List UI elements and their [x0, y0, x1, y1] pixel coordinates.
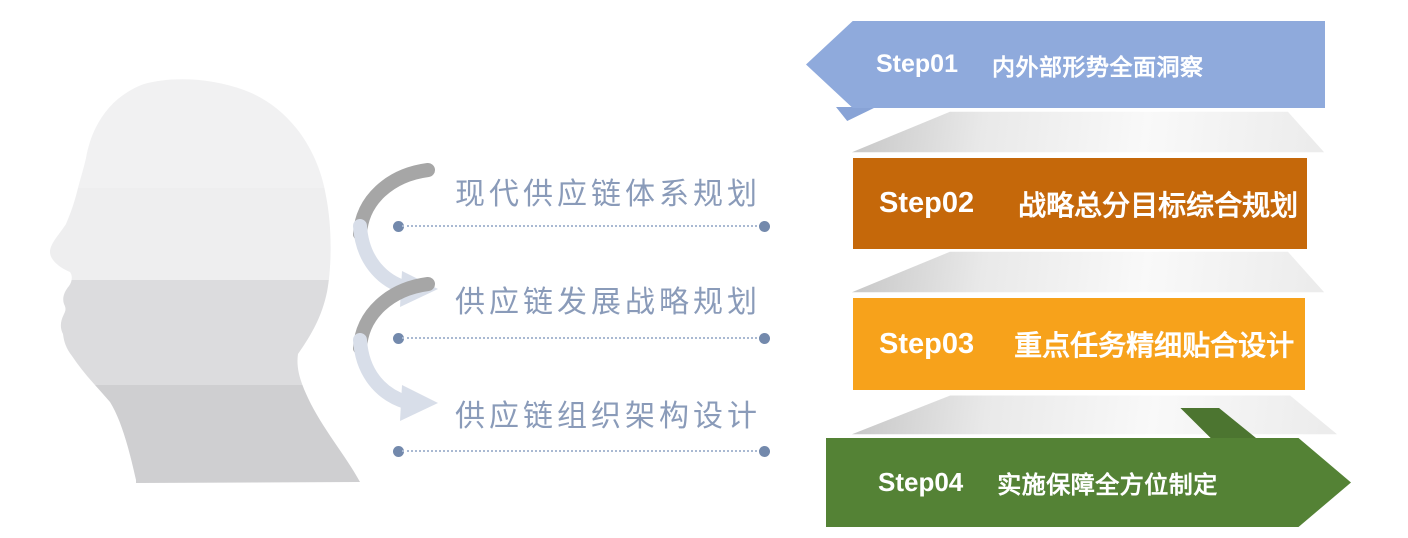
curved-arrow-icon: [353, 277, 438, 421]
step-banner-3: Step03 重点任务精细贴合设计: [853, 298, 1305, 390]
head-band-1: [50, 79, 360, 188]
arrow-light-arc: [353, 333, 413, 409]
fold-connector: [851, 251, 1325, 293]
dotted-connector: [393, 446, 770, 457]
dot-right: [759, 221, 770, 232]
dotted-connector: [393, 333, 770, 344]
planning-label: 供应链组织架构设计: [455, 400, 761, 433]
dot-right: [759, 333, 770, 344]
dotted-line: [402, 225, 761, 227]
step-number: Step04: [878, 467, 964, 497]
fold-connector: [851, 111, 1325, 153]
dot-left: [393, 446, 404, 457]
dotted-line: [402, 450, 761, 452]
fold-connector: [851, 395, 1338, 435]
dotted-connector: [393, 221, 770, 232]
step-banner-4: Step04 实施保障全方位制定: [826, 438, 1351, 527]
head-band-3: [50, 280, 360, 385]
planning-label: 供应链发展战略规划: [455, 286, 761, 319]
dot-right: [759, 446, 770, 457]
step-title: 内外部形势全面洞察: [991, 53, 1204, 80]
planning-label: 现代供应链体系规划: [455, 178, 761, 211]
step-title: 重点任务精细贴合设计: [1014, 330, 1295, 361]
step-banner-2: Step02 战略总分目标综合规划: [853, 158, 1307, 249]
step-number: Step02: [879, 187, 975, 219]
step-number: Step01: [876, 50, 958, 78]
fold-wedge-blue: [836, 107, 876, 121]
head-band-2: [50, 188, 360, 280]
step-title: 实施保障全方位制定: [997, 472, 1218, 499]
arrow-head: [400, 385, 438, 421]
step-title: 战略总分目标综合规划: [1018, 189, 1299, 221]
step-number: Step03: [879, 327, 975, 360]
head-silhouette-icon: [50, 79, 360, 483]
step-banner-1: Step01 内外部形势全面洞察: [806, 21, 1325, 108]
dot-left: [393, 221, 404, 232]
dotted-line: [402, 337, 761, 339]
head-band-4: [50, 385, 360, 483]
dot-left: [393, 333, 404, 344]
